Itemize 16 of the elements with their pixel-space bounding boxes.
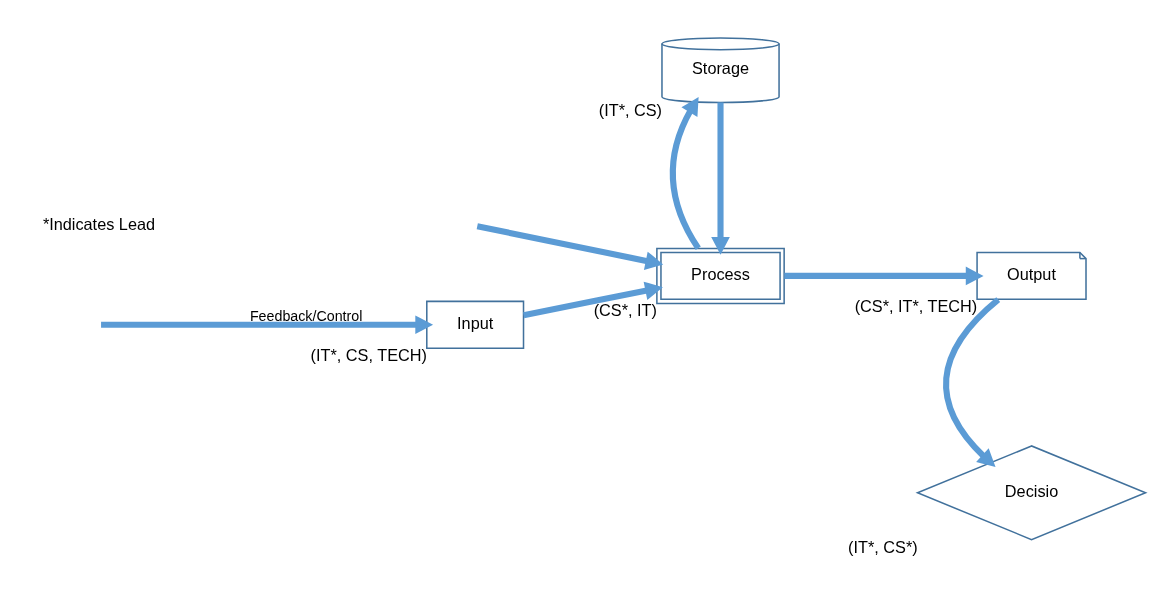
node-label: (IT*, CS*)	[848, 537, 918, 556]
node-box: Input	[426, 300, 525, 349]
label: *Indicates Lead	[42, 214, 156, 233]
node-box: Process	[656, 247, 785, 305]
arrow	[943, 297, 1001, 468]
arrow	[711, 102, 730, 255]
arrow	[669, 96, 701, 250]
arrow	[476, 223, 664, 270]
arrow	[523, 281, 663, 319]
node-label: (IT*, CS)	[598, 100, 663, 119]
arrow	[784, 266, 984, 286]
edge-label: Feedback/Control	[249, 307, 363, 324]
node-label: (CS*, IT*, TECH)	[854, 297, 978, 316]
node-label: (IT*, CS, TECH)	[310, 346, 427, 365]
arrow	[101, 315, 434, 335]
node-label: (CS*, IT)	[593, 301, 657, 320]
